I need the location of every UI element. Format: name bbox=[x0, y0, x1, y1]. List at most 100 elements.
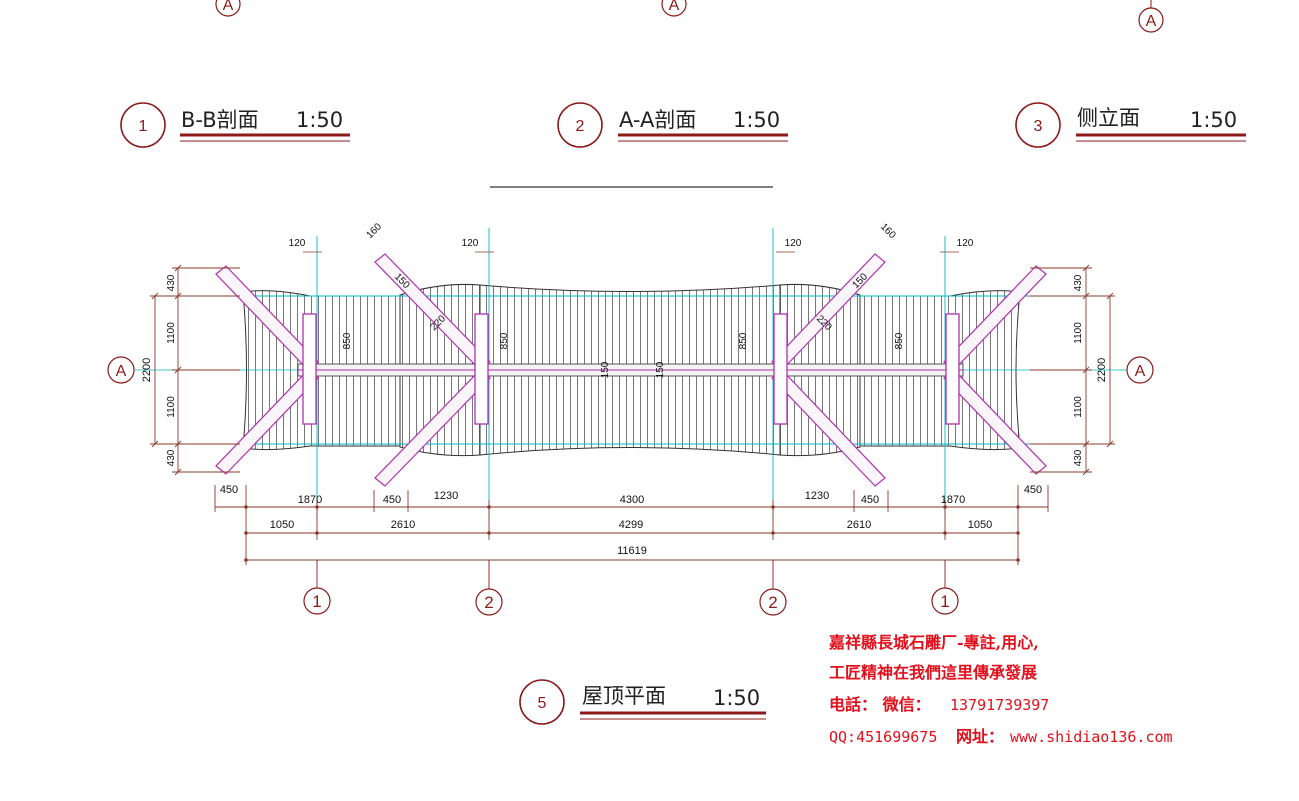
dim-text: 160 bbox=[878, 221, 898, 241]
title-name: B-B剖面 bbox=[181, 108, 259, 132]
dim-text: 430 bbox=[1073, 449, 1084, 466]
dim-text: 120 bbox=[785, 238, 802, 249]
dim-text: 430 bbox=[1073, 274, 1084, 291]
section-mark-label: A bbox=[116, 363, 127, 380]
watermark-line1: 嘉祥縣長城石雕厂-專註,用心, bbox=[828, 633, 1039, 652]
dim-text: 120 bbox=[462, 238, 479, 249]
dim-text: 1870 bbox=[941, 494, 965, 506]
dim-text: 2200 bbox=[1096, 358, 1108, 382]
axis-label: 1 bbox=[312, 592, 321, 611]
section-title-3: 3 侧立面 1:50 bbox=[1015, 102, 1246, 148]
top-dimension-texts: 120 160 120 120 160 120 bbox=[289, 221, 974, 249]
left-dimension-texts: 430 1100 1100 430 2200 bbox=[141, 274, 177, 466]
title-scale: 1:50 bbox=[1190, 108, 1237, 132]
dim-text: 2610 bbox=[847, 519, 871, 531]
dim-text: 1050 bbox=[270, 519, 294, 531]
section-mark-circle bbox=[1138, 7, 1164, 33]
section-mark-right: A bbox=[1126, 356, 1154, 384]
dim-text: 1050 bbox=[968, 519, 992, 531]
dim-text: 850 bbox=[342, 332, 353, 349]
dim-text: 850 bbox=[499, 332, 510, 349]
title-number-circle bbox=[120, 102, 166, 148]
dim-text: 450 bbox=[383, 494, 401, 506]
dim-text: 120 bbox=[957, 238, 974, 249]
title-scale: 1:50 bbox=[713, 686, 760, 710]
hip-rafter bbox=[374, 253, 491, 371]
section-mark-circle bbox=[215, 0, 241, 17]
section-mark-left: A bbox=[107, 356, 135, 384]
dim-text: 120 bbox=[289, 238, 306, 249]
section-mark-label: A bbox=[1146, 13, 1157, 30]
title-scale: 1:50 bbox=[296, 108, 343, 132]
post bbox=[302, 313, 317, 425]
watermark-line2: 工匠精神在我們這里傳承發展 bbox=[829, 663, 1038, 682]
watermark: 嘉祥縣長城石雕厂-專註,用心, 工匠精神在我們這里傳承發展 电話： 微信： 13… bbox=[828, 633, 1173, 746]
post bbox=[773, 313, 788, 425]
roof-plan: 430 1100 1100 430 2200 430 1100 1100 430… bbox=[107, 221, 1154, 616]
dim-text: 4300 bbox=[620, 494, 644, 506]
right-dimension-texts: 430 1100 1100 430 2200 bbox=[1073, 274, 1108, 466]
dim-text: 450 bbox=[1024, 484, 1042, 496]
section-title-1: 1 B-B剖面 1:50 bbox=[120, 102, 350, 148]
dim-text: 1100 bbox=[166, 396, 177, 418]
dim-text: 450 bbox=[861, 494, 879, 506]
axis-bubble bbox=[931, 587, 959, 615]
axis-bubble bbox=[303, 587, 331, 615]
axis-bubbles: 1 2 2 1 bbox=[303, 560, 959, 616]
dim-text: 160 bbox=[364, 221, 384, 241]
dim-text: 1230 bbox=[434, 490, 458, 502]
watermark-phone-label: 电話： 微信： bbox=[829, 695, 931, 714]
right-dimension bbox=[1030, 264, 1115, 476]
bottom-dimension-texts: 450 1870 450 1230 4300 1230 450 1870 450… bbox=[220, 484, 1042, 557]
title-number-circle bbox=[519, 679, 565, 725]
section-mark-label: A bbox=[1135, 363, 1146, 380]
plan-title: 5 屋顶平面 1:50 bbox=[519, 679, 766, 725]
axis-bubble bbox=[759, 588, 787, 616]
dim-text: 430 bbox=[166, 449, 177, 466]
hip-rafter bbox=[215, 265, 319, 371]
section-title-2: 2 A-A剖面 1:50 bbox=[557, 102, 788, 148]
title-name: 侧立面 bbox=[1077, 106, 1140, 130]
watermark-phone: 13791739397 bbox=[950, 696, 1049, 714]
bottom-dimension-lines bbox=[214, 485, 1049, 565]
dim-text: 1870 bbox=[298, 494, 322, 506]
axis-bubble bbox=[475, 588, 503, 616]
title-scale: 1:50 bbox=[733, 108, 780, 132]
hip-rafter bbox=[374, 369, 491, 487]
hip-rafter bbox=[215, 369, 319, 475]
title-number: 2 bbox=[576, 118, 585, 135]
section-mark-label: A bbox=[223, 0, 234, 14]
dim-text: 850 bbox=[738, 332, 749, 349]
axis-label: 1 bbox=[940, 592, 949, 611]
dim-text: 850 bbox=[894, 332, 905, 349]
dim-text: 1100 bbox=[1073, 396, 1084, 418]
dim-text: 450 bbox=[220, 484, 238, 496]
dim-text: 430 bbox=[166, 274, 177, 291]
axis-label: 2 bbox=[768, 593, 777, 612]
watermark-url-label: 网址： bbox=[956, 727, 1004, 746]
title-number: 5 bbox=[538, 695, 547, 712]
post bbox=[474, 313, 489, 425]
bottom-dimension-ticks bbox=[244, 505, 1020, 562]
dim-text: 2610 bbox=[391, 519, 415, 531]
section-mark-label: A bbox=[669, 0, 680, 14]
watermark-url: www.shidiao136.com bbox=[1010, 728, 1173, 746]
title-number: 3 bbox=[1034, 118, 1043, 135]
left-dimension bbox=[150, 264, 240, 476]
title-name: A-A剖面 bbox=[619, 108, 696, 132]
dim-text: 11619 bbox=[617, 545, 647, 557]
axis-label: 2 bbox=[484, 593, 493, 612]
title-number: 1 bbox=[139, 118, 148, 135]
dim-text: 2200 bbox=[141, 358, 153, 382]
dim-text: 1100 bbox=[166, 322, 177, 344]
title-number-circle bbox=[1015, 102, 1061, 148]
dim-text: 150 bbox=[655, 361, 666, 378]
dim-text: 150 bbox=[600, 361, 611, 378]
title-number-circle bbox=[557, 102, 603, 148]
section-mark-circle bbox=[661, 0, 687, 17]
post bbox=[945, 313, 960, 425]
top-section-marks: A A A bbox=[215, 0, 1164, 33]
dim-text: 1230 bbox=[805, 490, 829, 502]
dim-text: 4299 bbox=[619, 519, 643, 531]
watermark-qq: QQ:451699675 bbox=[829, 728, 937, 746]
